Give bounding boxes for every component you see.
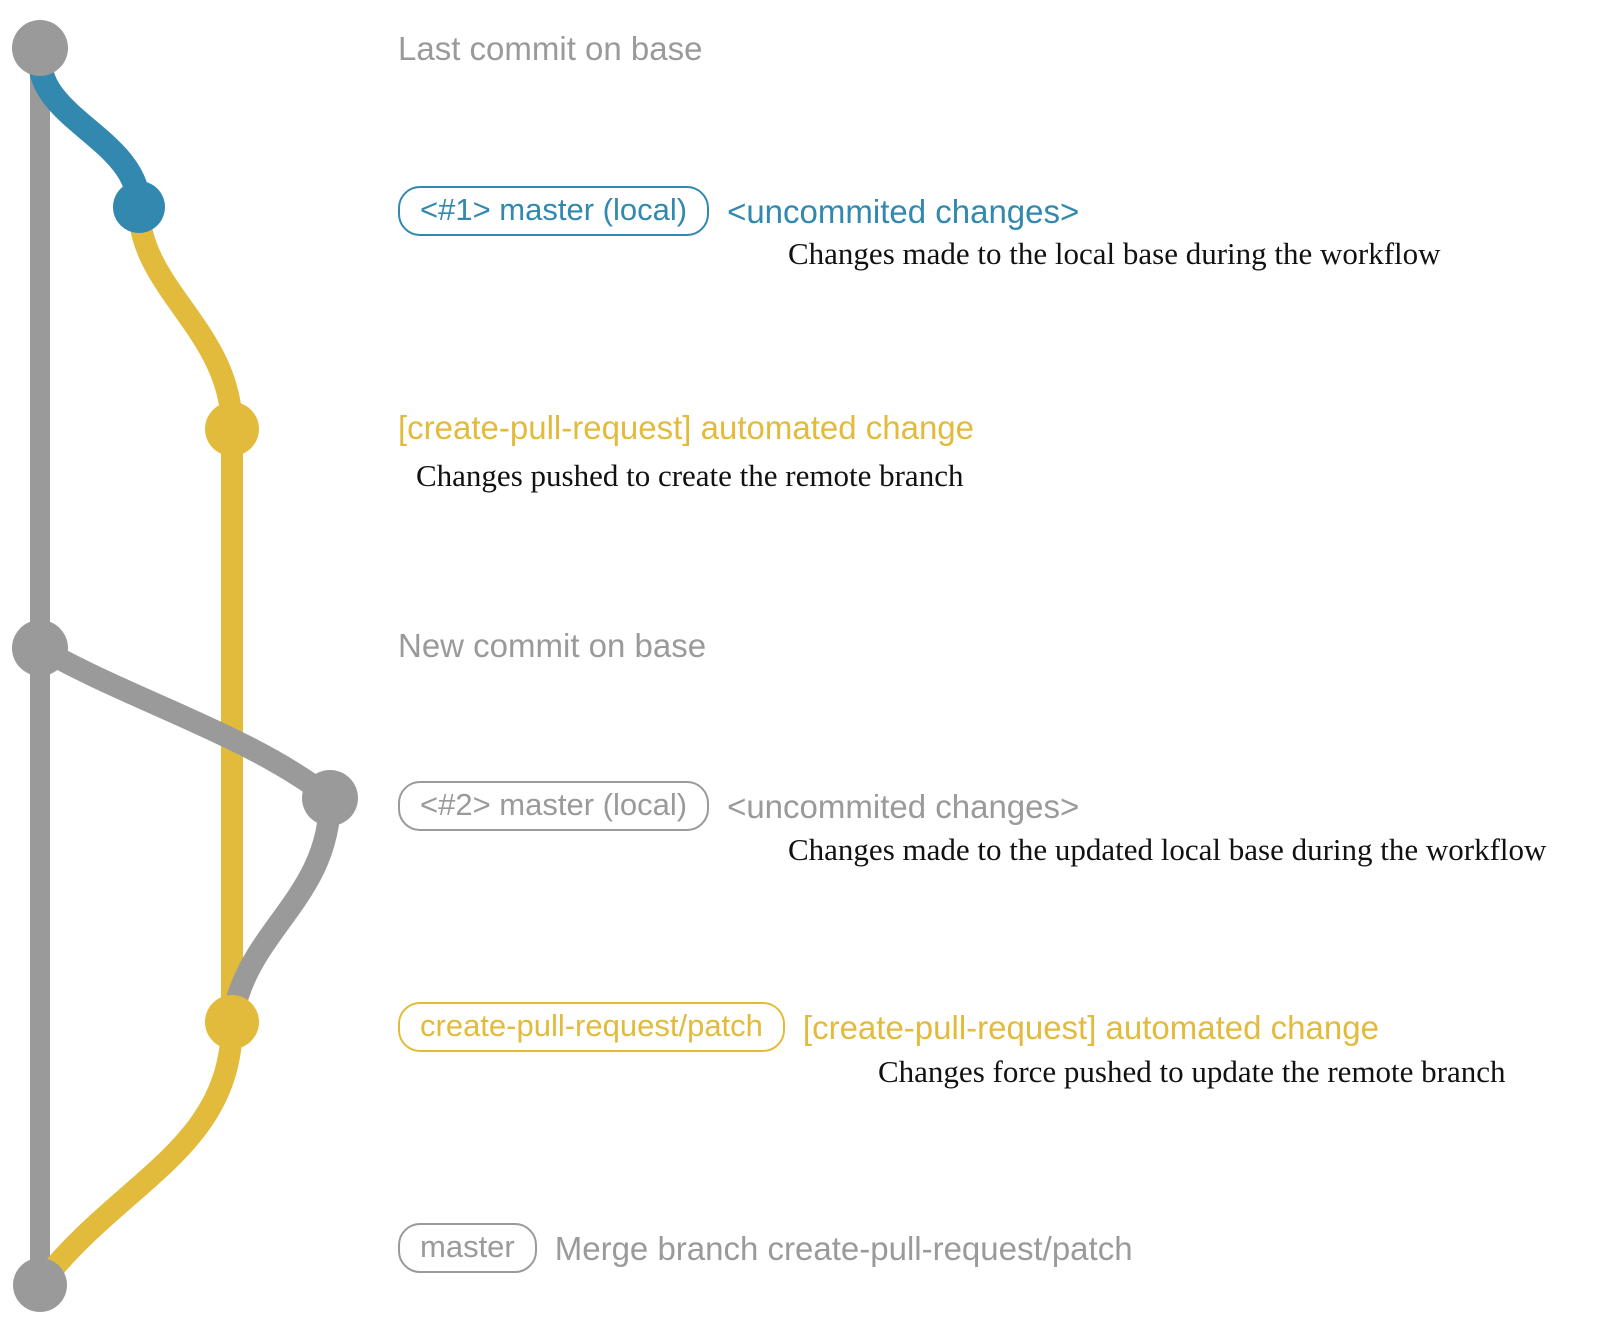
commit-message-remote-1: [create-pull-request] automated change — [398, 409, 975, 446]
commit-message-local-2: <uncommited changes> — [727, 787, 1080, 825]
graph-row-remote-1: [create-pull-request] automated change — [398, 411, 974, 444]
commit-node-local-1[interactable] — [113, 181, 165, 233]
commit-message-last-commit: Last commit on base — [398, 30, 703, 67]
branch-badge-master[interactable]: master — [398, 1223, 537, 1273]
commit-node-merge[interactable] — [13, 1258, 67, 1312]
branch-badge-local-1[interactable]: <#1> master (local) — [398, 186, 710, 236]
graph-row-local-2: <#2> master (local) <uncommited changes> — [398, 781, 1079, 831]
commit-message-new-commit: New commit on base — [398, 627, 707, 664]
local-branch-line-blue — [28, 48, 151, 219]
graph-row-local-1: <#1> master (local) <uncommited changes> — [398, 186, 1079, 236]
note-remote-2: Changes force pushed to update the remot… — [878, 1054, 1506, 1089]
graph-row-new-commit: New commit on base — [398, 629, 706, 662]
branch-badge-local-2[interactable]: <#2> master (local) — [398, 781, 710, 831]
remote-branch-line-yellow-top — [128, 196, 243, 440]
commit-node-base-head[interactable] — [12, 20, 68, 76]
note-remote-1: Changes pushed to create the remote bran… — [416, 458, 964, 493]
detached-branch-line-back — [221, 787, 341, 1033]
graph-row-master: master Merge branch create-pull-request/… — [398, 1223, 1133, 1273]
branch-badge-patch[interactable]: create-pull-request/patch — [398, 1002, 785, 1052]
note-local-1: Changes made to the local base during th… — [788, 236, 1441, 271]
detached-branch-line-out — [29, 637, 341, 809]
graph-row-remote-2: create-pull-request/patch [create-pull-r… — [398, 1002, 1379, 1052]
graph-row-last-commit: Last commit on base — [398, 32, 702, 65]
commit-node-local-2[interactable] — [302, 770, 358, 826]
commit-message-local-1: <uncommited changes> — [727, 192, 1080, 230]
commit-message-remote-2: [create-pull-request] automated change — [802, 1008, 1379, 1046]
commit-node-base-new[interactable] — [12, 620, 68, 676]
note-local-2: Changes made to the updated local base d… — [788, 832, 1547, 867]
merge-line-yellow — [29, 1011, 243, 1296]
commit-node-remote-1[interactable] — [205, 402, 259, 456]
commit-node-remote-2[interactable] — [205, 995, 259, 1049]
commit-message-master: Merge branch create-pull-request/patch — [554, 1229, 1133, 1267]
